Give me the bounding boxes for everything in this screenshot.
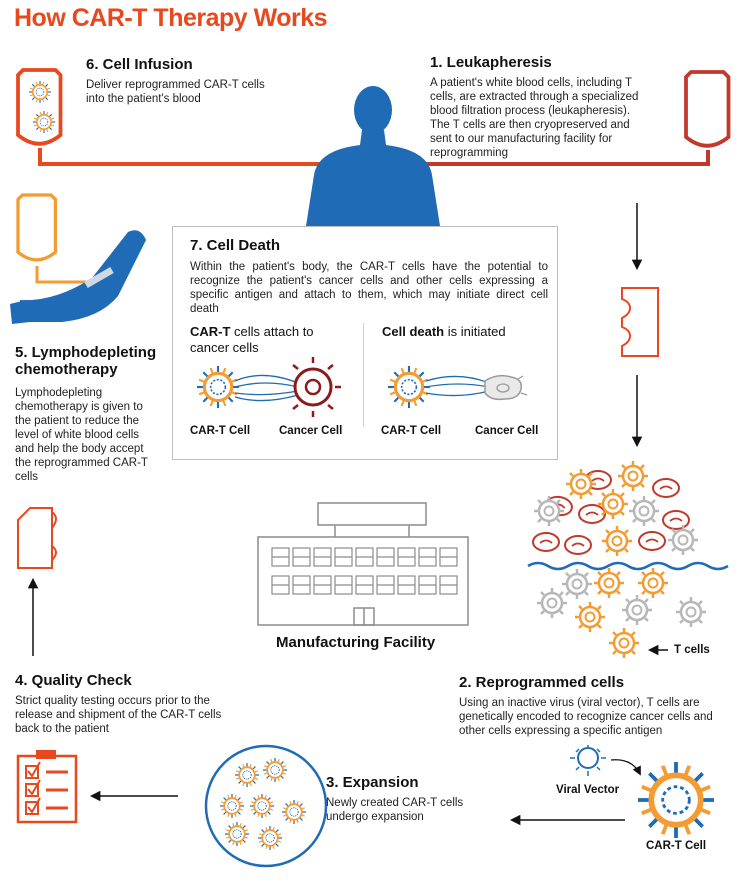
step7-title: 7. Cell Death xyxy=(190,237,281,254)
step5-title: 5. Lymphodepleting chemotherapy xyxy=(15,344,157,378)
step7-divider xyxy=(363,323,364,427)
factory-icon xyxy=(257,502,469,626)
t-cells-label: T cells xyxy=(674,644,710,656)
step2-text: Using an inactive virus (viral vector), … xyxy=(459,697,713,737)
shipment-container-icon xyxy=(17,507,57,569)
leukapheresis-tube xyxy=(400,150,710,166)
step6-text: Deliver reprogrammed CAR-T cells into th… xyxy=(86,79,265,105)
step7-text: Within the patient's body, the CAR-T cel… xyxy=(190,261,548,315)
cell-death-graphic xyxy=(195,357,528,417)
cancer-cell-icon xyxy=(292,357,341,417)
cart-cell-label: CAR-T Cell xyxy=(646,840,707,852)
patient-silhouette-icon xyxy=(306,86,440,226)
page-title: How CAR-T Therapy Works xyxy=(14,4,328,32)
viral-vector-icon xyxy=(570,745,606,776)
manufacturing-label: Manufacturing Facility xyxy=(276,634,436,651)
patient-arm-icon xyxy=(10,230,146,324)
cryo-container-icon xyxy=(621,287,659,357)
step7-panel: 7. Cell Death Within the patient's body,… xyxy=(172,226,558,460)
step5-text: Lymphodepleting chemotherapy is given to… xyxy=(15,387,148,483)
viral-vector-label: Viral Vector xyxy=(556,784,620,796)
step3-text: Newly created CAR-T cells undergo expans… xyxy=(326,797,464,823)
step3-title: 3. Expansion xyxy=(326,774,419,791)
step1-text: A patient's white blood cells, including… xyxy=(430,77,639,159)
step4-text: Strict quality testing occurs prior to t… xyxy=(15,695,222,735)
dying-cancer-cell-icon xyxy=(484,374,528,401)
clipboard-checklist-icon xyxy=(16,750,78,824)
step6-title: 6. Cell Infusion xyxy=(86,56,193,73)
blood-cells-cluster xyxy=(527,459,729,660)
step2-title: 2. Reprogrammed cells xyxy=(459,674,625,691)
step1-title: 1. Leukapheresis xyxy=(430,54,552,71)
step7-cancer-label-right: Cancer Cell xyxy=(475,425,539,437)
collection-bag-icon xyxy=(684,70,731,148)
cart-cell-large-icon xyxy=(638,762,714,838)
step7-cancer-label-left: Cancer Cell xyxy=(279,425,343,437)
step4-title: 4. Quality Check xyxy=(15,672,132,689)
step7-right-caption: Cell death is initiated xyxy=(382,324,506,339)
infusion-tube xyxy=(38,148,350,166)
step7-cart-label-right: CAR-T Cell xyxy=(381,425,442,437)
infusion-bag-icon xyxy=(16,68,63,146)
step7-left-caption: CAR-T cells attach to cancer cells xyxy=(190,324,314,355)
chemo-bag-icon xyxy=(16,193,58,262)
step7-cart-label-left: CAR-T Cell xyxy=(190,425,251,437)
